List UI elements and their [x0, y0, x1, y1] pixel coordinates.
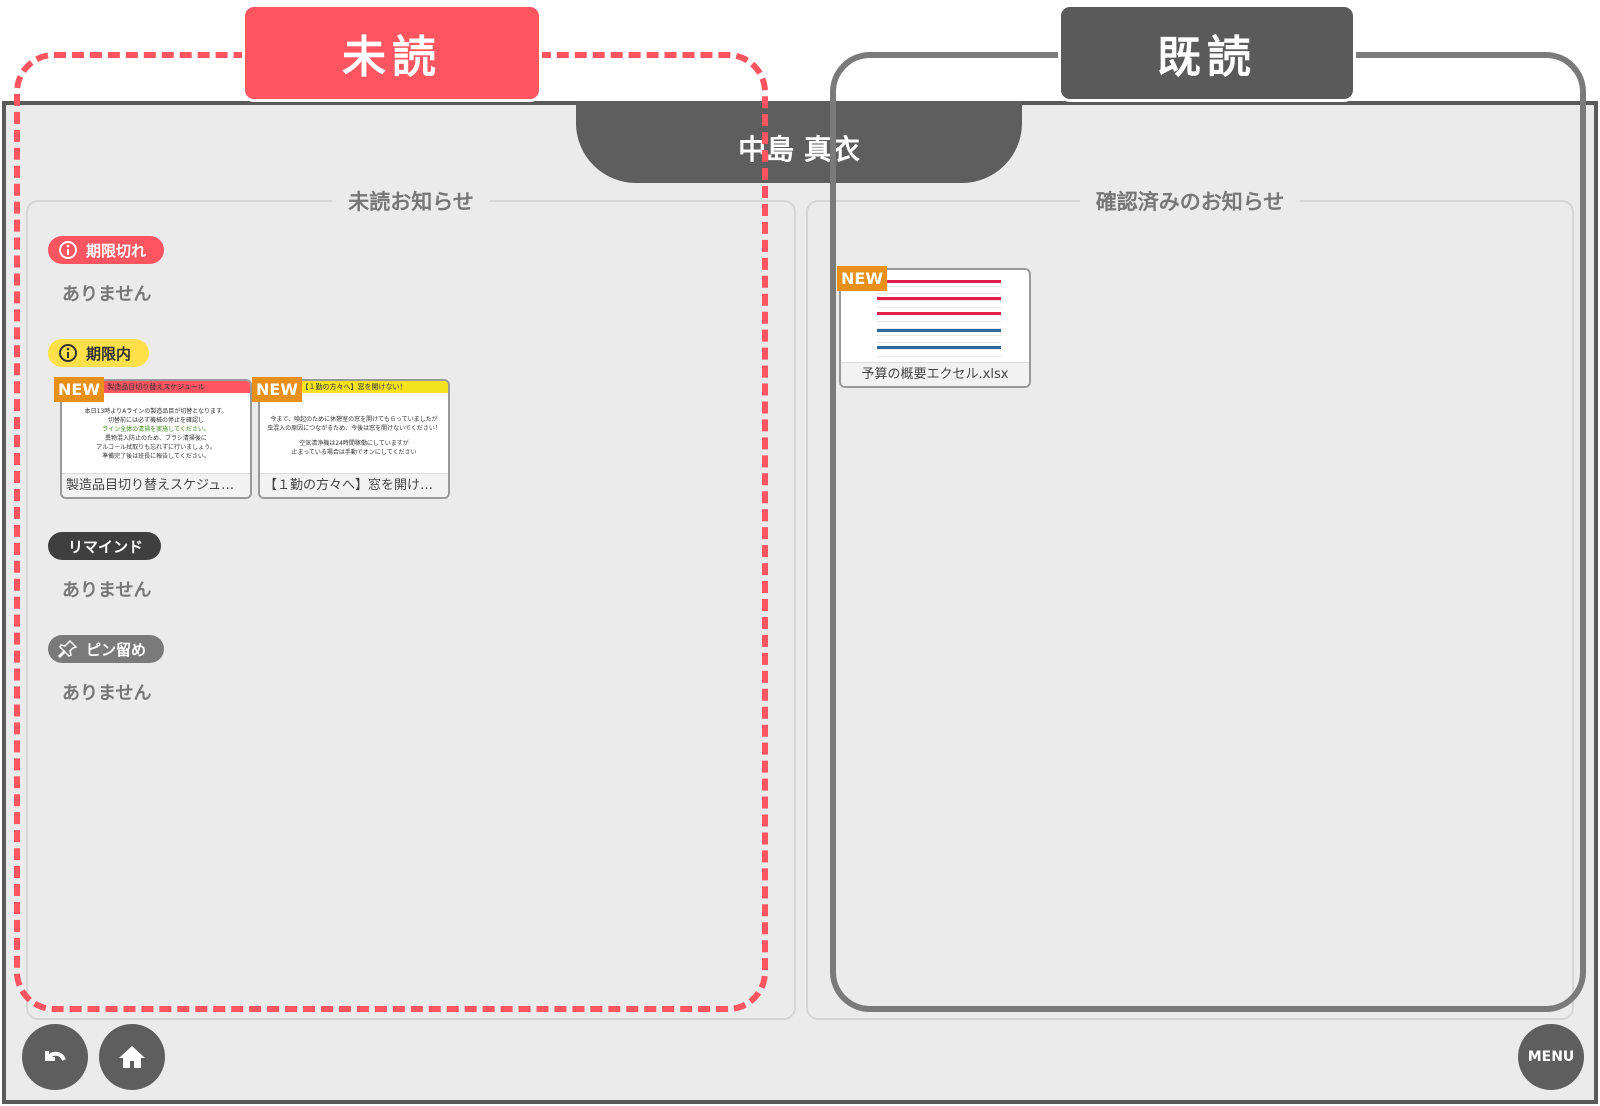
- badge-pinned: ピン留め: [48, 635, 165, 663]
- card-caption: 【１勤の方々へ】窓を開けない！: [260, 473, 448, 497]
- read-panel: 確認済みのお知らせ: [806, 190, 1574, 1020]
- pin-icon: [58, 639, 78, 659]
- card-caption: 製造品目切り替えスケジュール: [62, 473, 250, 497]
- read-label: 既読: [1058, 4, 1356, 102]
- empty-text: ありません: [62, 580, 152, 601]
- menu-button[interactable]: MENU: [1518, 1024, 1584, 1090]
- unread-label: 未読: [242, 4, 542, 102]
- new-badge: NEW: [837, 266, 887, 291]
- home-icon: [119, 1046, 145, 1068]
- home-button[interactable]: [99, 1024, 165, 1090]
- unread-highlight: [14, 52, 768, 1012]
- badge-remind: リマインド: [48, 532, 162, 560]
- read-panel-title: 確認済みのお知らせ: [1079, 190, 1301, 214]
- undo-icon: [45, 1051, 66, 1061]
- new-badge: NEW: [54, 377, 104, 402]
- empty-text: ありません: [62, 284, 152, 305]
- badge-within-deadline: 期限内: [48, 339, 150, 367]
- badge-expired: 期限切れ: [48, 236, 165, 264]
- read-highlight: [830, 52, 1586, 1012]
- app-frame: [2, 101, 1598, 1104]
- unread-panel-title: 未読お知らせ: [332, 190, 490, 214]
- info-icon: [59, 344, 77, 362]
- back-button[interactable]: [22, 1024, 88, 1090]
- info-icon: [59, 241, 77, 259]
- empty-text: ありません: [62, 683, 152, 704]
- unread-panel: 未読お知らせ: [26, 190, 796, 1020]
- new-badge: NEW: [252, 377, 302, 402]
- user-name: 中島 真衣: [576, 101, 1022, 183]
- card-caption: 予算の概要エクセル.xlsx: [841, 362, 1029, 386]
